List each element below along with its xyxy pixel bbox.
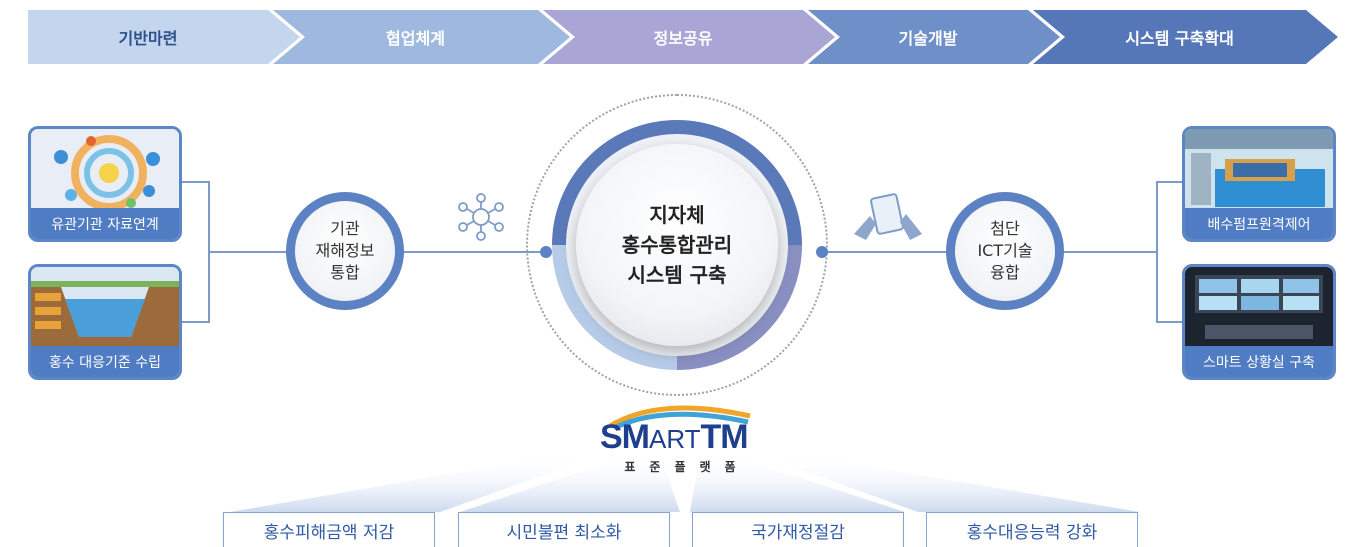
fan-ray-1: [230, 455, 600, 512]
control-room-image: [1185, 267, 1333, 349]
thumb-caption: 스마트 상황실 구축: [1185, 346, 1333, 377]
step-5: 시스템 구축확대: [1125, 29, 1234, 48]
thumb-flood-criteria: 홍수 대응기준 수립: [28, 264, 182, 380]
step-4: 기술개발: [898, 29, 958, 48]
steps-background: [28, 10, 1338, 64]
thumb-smart-control-room: 스마트 상황실 구축: [1182, 264, 1336, 380]
process-steps: 기반마련 협업체계 정보공유 기술개발 시스템 구축확대: [28, 10, 1338, 64]
right-bracket: [1156, 181, 1158, 323]
left-to-node-line: [208, 251, 288, 253]
fan-ray-2: [460, 455, 680, 512]
center-system-label: 지자체 홍수통합관리 시스템 구축: [576, 144, 778, 346]
logo-arc-icon: [608, 405, 751, 428]
node-ict-convergence: 첨단 ICT기술 융합: [946, 192, 1064, 310]
step-2: 협업체계: [386, 29, 445, 48]
thumb-caption: 홍수 대응기준 수립: [31, 346, 179, 377]
smart-tm-logo: SMARTTM 표준플랫폼: [590, 400, 770, 480]
step-shape-4: [808, 10, 1060, 64]
step-3: 정보공유: [653, 29, 713, 48]
left-node-to-center-line: [404, 251, 546, 253]
logo-wordmark: SMARTTM: [600, 418, 749, 456]
effect-budget-saving: 국가재정절감: [692, 512, 904, 547]
step-shape-2: [273, 10, 570, 64]
left-thumb1-line: [182, 181, 210, 183]
step-shape-1: [28, 10, 300, 64]
thumb-caption: 유관기관 자료연계: [31, 208, 179, 239]
node-label: 첨단 ICT기술 융합: [955, 201, 1055, 301]
right-thumb2-line: [1156, 321, 1184, 323]
effect-citizen-inconvenience: 시민불편 최소화: [458, 512, 670, 547]
center-left-dot: [540, 246, 552, 258]
pump-station-image: [1185, 129, 1333, 211]
tablet-hands-icon: [854, 193, 922, 240]
logo-subtitle: 표준플랫폼: [624, 460, 750, 474]
center-right-dot: [816, 246, 828, 258]
thumb-pump-remote: 배수펌프원격제어: [1182, 126, 1336, 242]
network-diagram-image: [31, 129, 179, 211]
effect-damage-reduction: 홍수피해금액 저감: [223, 512, 435, 547]
effect-response-capability: 홍수대응능력 강화: [926, 512, 1138, 547]
left-thumb2-line: [182, 321, 210, 323]
right-thumb1-line: [1156, 181, 1184, 183]
thumb-agency-data-link: 유관기관 자료연계: [28, 126, 182, 242]
thumb-caption: 배수펌프원격제어: [1185, 208, 1333, 239]
node-agency-info-integration: 기관 재해정보 통합: [286, 192, 404, 310]
right-center-to-node-line: [822, 251, 948, 253]
step-1: 기반마련: [118, 29, 178, 48]
fan-ray-4: [760, 455, 1140, 512]
step-shape-3: [543, 10, 835, 64]
fan-ray-3: [690, 455, 905, 512]
river-cross-section-image: [31, 267, 179, 349]
right-node-to-bracket-line: [1064, 251, 1158, 253]
logo-fan-rays: [230, 455, 1140, 512]
step-shape-5: [1033, 10, 1338, 64]
node-label: 기관 재해정보 통합: [295, 201, 395, 301]
hub-network-icon: [458, 193, 504, 241]
center-dotted-ring: [526, 94, 828, 396]
